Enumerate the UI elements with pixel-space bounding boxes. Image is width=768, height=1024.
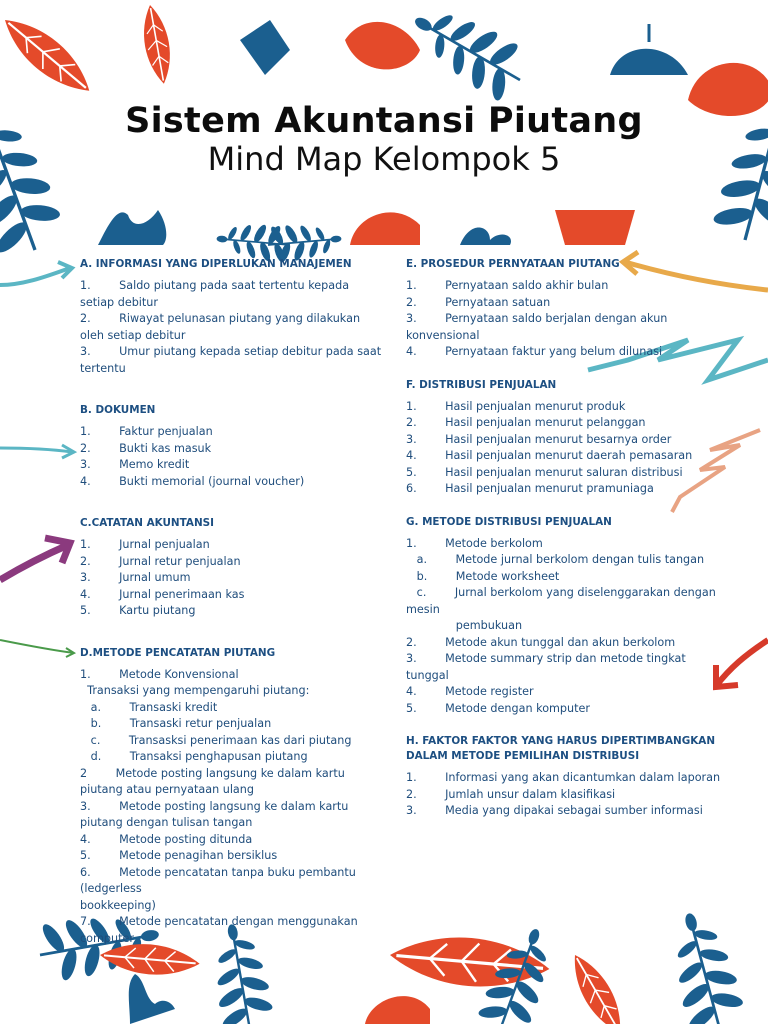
section-heading: H. FAKTOR FAKTOR YANG HARUS DIPERTIMBANG… xyxy=(406,735,716,762)
list-item: c. Jurnal berkolom yang diselenggarakan … xyxy=(406,586,720,616)
section-heading: A. INFORMASI YANG DIPERLUKAN MANAJEMEN xyxy=(80,258,352,270)
list-item: 2 Metode posting langsung ke dalam kartu… xyxy=(80,766,349,797)
list-item: 5. Metode dengan komputer xyxy=(406,701,590,715)
list-item: 3. Umur piutang kepada setiap debitur pa… xyxy=(80,345,385,375)
list-item: 3. Metode posting langsung ke dalam kart… xyxy=(80,799,352,830)
list-item: 3. Memo kredit xyxy=(80,458,190,471)
list-item: 2. Pernyataan satuan xyxy=(406,295,551,309)
list-item: 5. Metode penagihan bersiklus xyxy=(80,849,278,862)
list-item: 3. Metode summary strip dan metode tingk… xyxy=(406,652,690,682)
section-heading: E. PROSEDUR PERNYATAAN PIUTANG xyxy=(406,258,620,270)
list-item: 4. Pernyataan faktur yang belum dilunasi xyxy=(406,345,663,358)
section-heading: F. DISTRIBUSI PENJUALAN xyxy=(406,378,557,391)
list-item: 1. Faktur penjualan xyxy=(80,425,213,438)
page-title: Sistem Akuntansi Piutang xyxy=(125,101,643,142)
section: D.METODE PENCATATAN PIUTANG 1. Metode Kon… xyxy=(80,646,386,948)
list-item: pembukuan xyxy=(406,619,523,632)
list-item: b. Transaski retur penjualan xyxy=(80,717,272,730)
section: F. DISTRIBUSI PENJUALAN 1. Hasil penjuala… xyxy=(406,378,726,498)
list-item: b. Metode worksheet xyxy=(406,569,560,583)
list-item: d. Transaksi penghapusan piutang xyxy=(80,750,308,763)
list-item: c. Transasksi penerimaan kas dari piutan… xyxy=(80,733,352,747)
left-column: A. INFORMASI YANG DIPERLUKAN MANAJEMEN 1.… xyxy=(80,257,386,947)
list-item: 3. Hasil penjualan menurut besarnya orde… xyxy=(406,432,672,446)
list-item: 7. Metode pencatatan dengan menggunakan … xyxy=(80,915,362,945)
list-item: 1. Metode berkolom xyxy=(406,536,543,550)
list-item: 1. Jurnal penjualan xyxy=(80,538,210,551)
list-item: a. Transaski kredit xyxy=(80,700,218,714)
section: A. INFORMASI YANG DIPERLUKAN MANAJEMEN 1.… xyxy=(80,257,386,377)
list-item: 6. Metode pencatatan tanpa buku pembantu… xyxy=(80,865,360,896)
section: C.CATATAN AKUNTANSI 1. Jurnal penjualan 2.… xyxy=(80,516,386,620)
list-item: 2. Hasil penjualan menurut pelanggan xyxy=(406,416,646,429)
list-item: 1. Informasi yang akan dicantumkan dalam… xyxy=(406,771,721,784)
list-item: 2. Metode akun tunggal dan akun berkolom xyxy=(406,635,676,649)
list-item: 2. Jurnal retur penjualan xyxy=(80,554,241,568)
list-item: 5. Kartu piutang xyxy=(80,604,196,617)
list-item: 6. Hasil penjualan menurut pramuniaga xyxy=(406,482,654,495)
section: G. METODE DISTRIBUSI PENJUALAN 1. Metode … xyxy=(406,515,726,718)
section: H. FAKTOR FAKTOR YANG HARUS DIPERTIMBANG… xyxy=(406,734,726,820)
list-item: 4. Metode posting ditunda xyxy=(80,832,253,846)
section-heading: B. DOKUMEN xyxy=(80,404,156,416)
list-item: 3. Pernyataan saldo berjalan dengan akun… xyxy=(406,312,671,342)
list-item: 5. Hasil penjualan menurut saluran distr… xyxy=(406,465,683,479)
list-item: 2. Bukti kas masuk xyxy=(80,441,212,455)
list-item: a. Metode jurnal berkolom dengan tulis t… xyxy=(406,553,705,566)
list-item: 2. Jumlah unsur dalam klasifikasi xyxy=(406,787,616,801)
list-item: Transaksi yang mempengaruhi piutang: xyxy=(80,684,310,697)
list-item: 1. Pernyataan saldo akhir bulan xyxy=(406,279,609,292)
page-subtitle: Mind Map Kelompok 5 xyxy=(207,140,561,178)
section: E. PROSEDUR PERNYATAAN PIUTANG 1. Pernyat… xyxy=(406,257,726,361)
section-heading: D.METODE PENCATATAN PIUTANG xyxy=(80,646,276,659)
list-item: 1. Metode Konvensional xyxy=(80,667,239,681)
list-item: 4. Bukti memorial (journal voucher) xyxy=(80,474,305,488)
section: B. DOKUMEN 1. Faktur penjualan 2. Bukti ka… xyxy=(80,403,386,490)
list-item: 4. Hasil penjualan menurut daerah pemasa… xyxy=(406,449,693,462)
section-heading: C.CATATAN AKUNTANSI xyxy=(80,517,214,529)
list-item: 1. Hasil penjualan menurut produk xyxy=(406,399,626,413)
list-item: 4. Jurnal penerimaan kas xyxy=(80,587,245,601)
list-item: 3. Media yang dipakai sebagai sumber inf… xyxy=(406,804,703,817)
list-item: 3. Jurnal umum xyxy=(80,571,191,584)
list-item: 1. Saldo piutang pada saat tertentu kepa… xyxy=(80,279,353,309)
list-item: 4. Metode register xyxy=(406,685,534,698)
right-column: E. PROSEDUR PERNYATAAN PIUTANG 1. Pernyat… xyxy=(406,257,726,820)
list-item: bookkeeping) xyxy=(80,898,156,912)
section-heading: G. METODE DISTRIBUSI PENJUALAN xyxy=(406,515,612,528)
list-item: 2. Riwayat pelunasan piutang yang dilaku… xyxy=(80,312,364,342)
